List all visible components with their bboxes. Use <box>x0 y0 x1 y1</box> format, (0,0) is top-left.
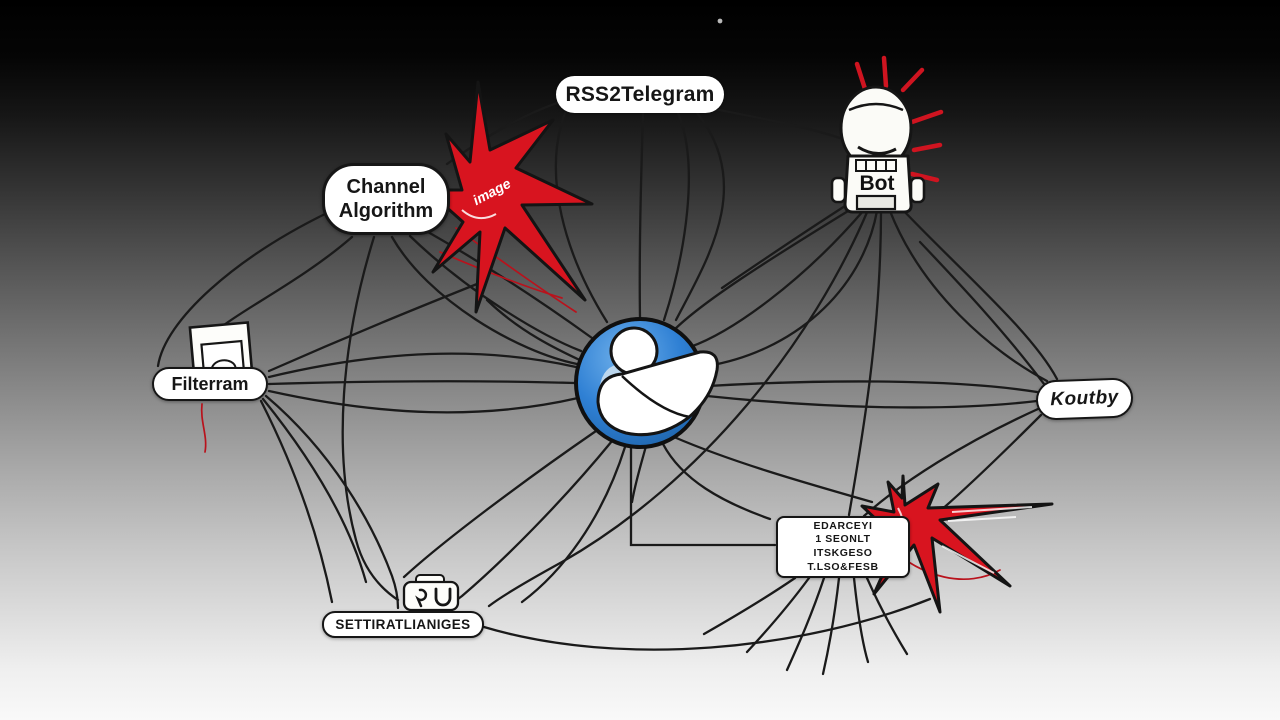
settirat-label: SETTIRATLIANIGES <box>335 617 471 632</box>
node-koutby: Koutby <box>1035 377 1134 421</box>
info-box-line: ITSKGESO <box>813 547 873 559</box>
info-box-line: T.LSO&FESB <box>807 560 879 573</box>
node-channel-algorithm: Channel Algorithm <box>322 163 450 235</box>
node-info-box: EDARCEYI 1 SEONLT ITSKGESO T.LSO&FESB <box>776 516 910 578</box>
koutby-label: Koutby <box>1049 386 1120 411</box>
clip-icon <box>402 574 460 612</box>
robot-icon: Bot <box>830 55 944 214</box>
explosion-burst-top-icon: image <box>425 80 594 314</box>
node-rss2telegram: RSS2Telegram <box>556 76 724 113</box>
info-box-line: EDARCEYI <box>813 519 873 532</box>
channel-algorithm-line1: Channel <box>346 176 426 198</box>
speck-dot <box>717 18 723 24</box>
telegram-hub-icon <box>574 317 719 449</box>
bot-label: Bot <box>860 172 895 195</box>
node-settirat: SETTIRATLIANIGES <box>322 611 484 638</box>
connection-lines <box>156 101 1059 676</box>
rss2telegram-label: RSS2Telegram <box>565 82 715 106</box>
info-box-line: 1 SEONLT <box>815 533 871 546</box>
filterram-label: Filterram <box>171 373 249 394</box>
channel-algorithm-line2: Algorithm <box>338 200 434 222</box>
node-filterram: Filterram <box>152 367 268 401</box>
